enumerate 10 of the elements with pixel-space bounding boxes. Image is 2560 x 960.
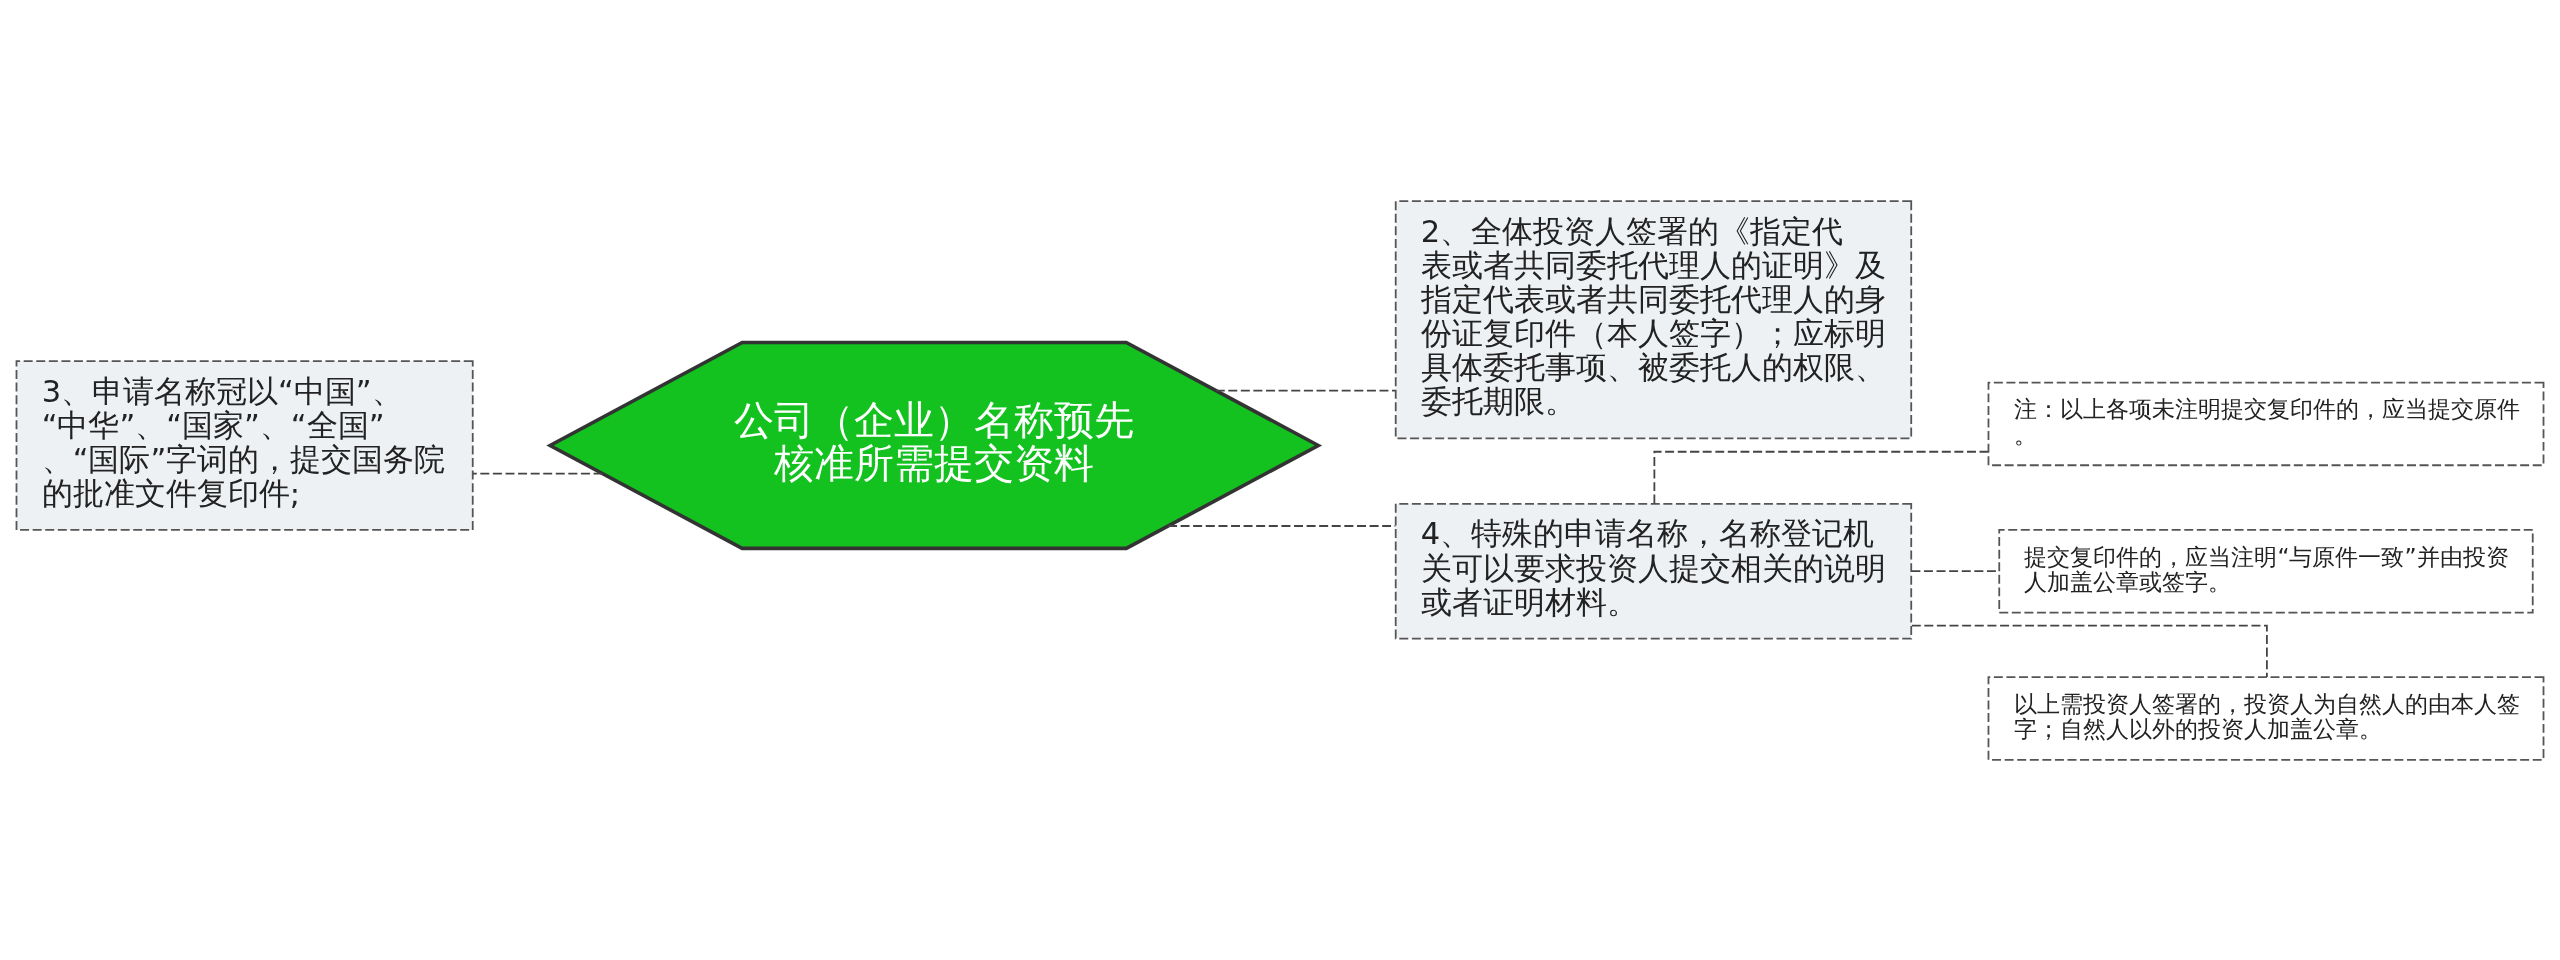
node-box: 提交复印件的，应当注明“与原件一致”并由投资人加盖公章或签字。 [1998,528,2534,613]
node-box: 2、全体投资人签署的《指定代表或者共同委托代理人的证明》及指定代表或者共同委托代理人的身份证复印件（本人签字）；应标明具体委托事项、被委托人的权限、委托期限。 [1394,199,1913,439]
connector [1653,450,1989,505]
node-box: 注：以上各项未注明提交复印件的，应当提交原件。 [1987,381,2545,466]
connector [1215,389,1397,391]
node-box: 以上需投资人签署的，投资人为自然人的由本人签字；自然人以外的投资人加盖公章。 [1987,675,2545,761]
node-box: 4、特殊的申请名称，名称登记机关可以要求投资人提交相关的说明或者证明材料。 [1394,502,1913,639]
node-box: 3、申请名称冠以“中国”、“中华”、“国家”、“全国”、“国际”字词的，提交国务院的批准文件复印件; [15,359,474,531]
connector [472,472,604,474]
connector [1910,624,2268,678]
